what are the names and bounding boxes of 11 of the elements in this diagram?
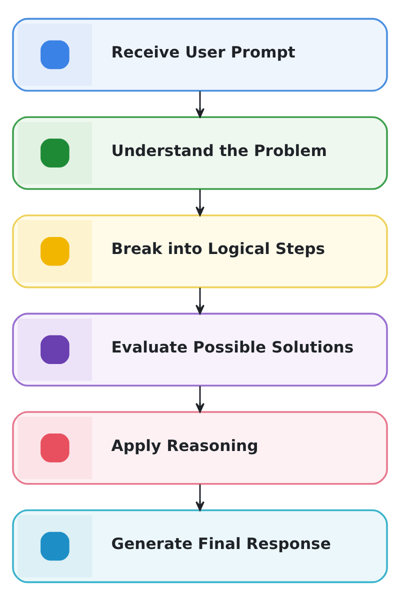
arrow <box>196 188 204 216</box>
node-box: Generate Final Response <box>12 508 388 583</box>
arrow <box>196 90 204 118</box>
node-box: Apply Reasoning <box>12 410 388 484</box>
node-box: Receive User Prompt <box>12 17 388 92</box>
node-box: Evaluate Possible Solutions <box>12 312 388 386</box>
arrow <box>196 287 204 314</box>
arrow <box>196 386 204 412</box>
arrow <box>196 484 204 510</box>
node-box: Break into Logical Steps <box>12 214 388 288</box>
node-box: Understand the Problem <box>12 116 388 190</box>
